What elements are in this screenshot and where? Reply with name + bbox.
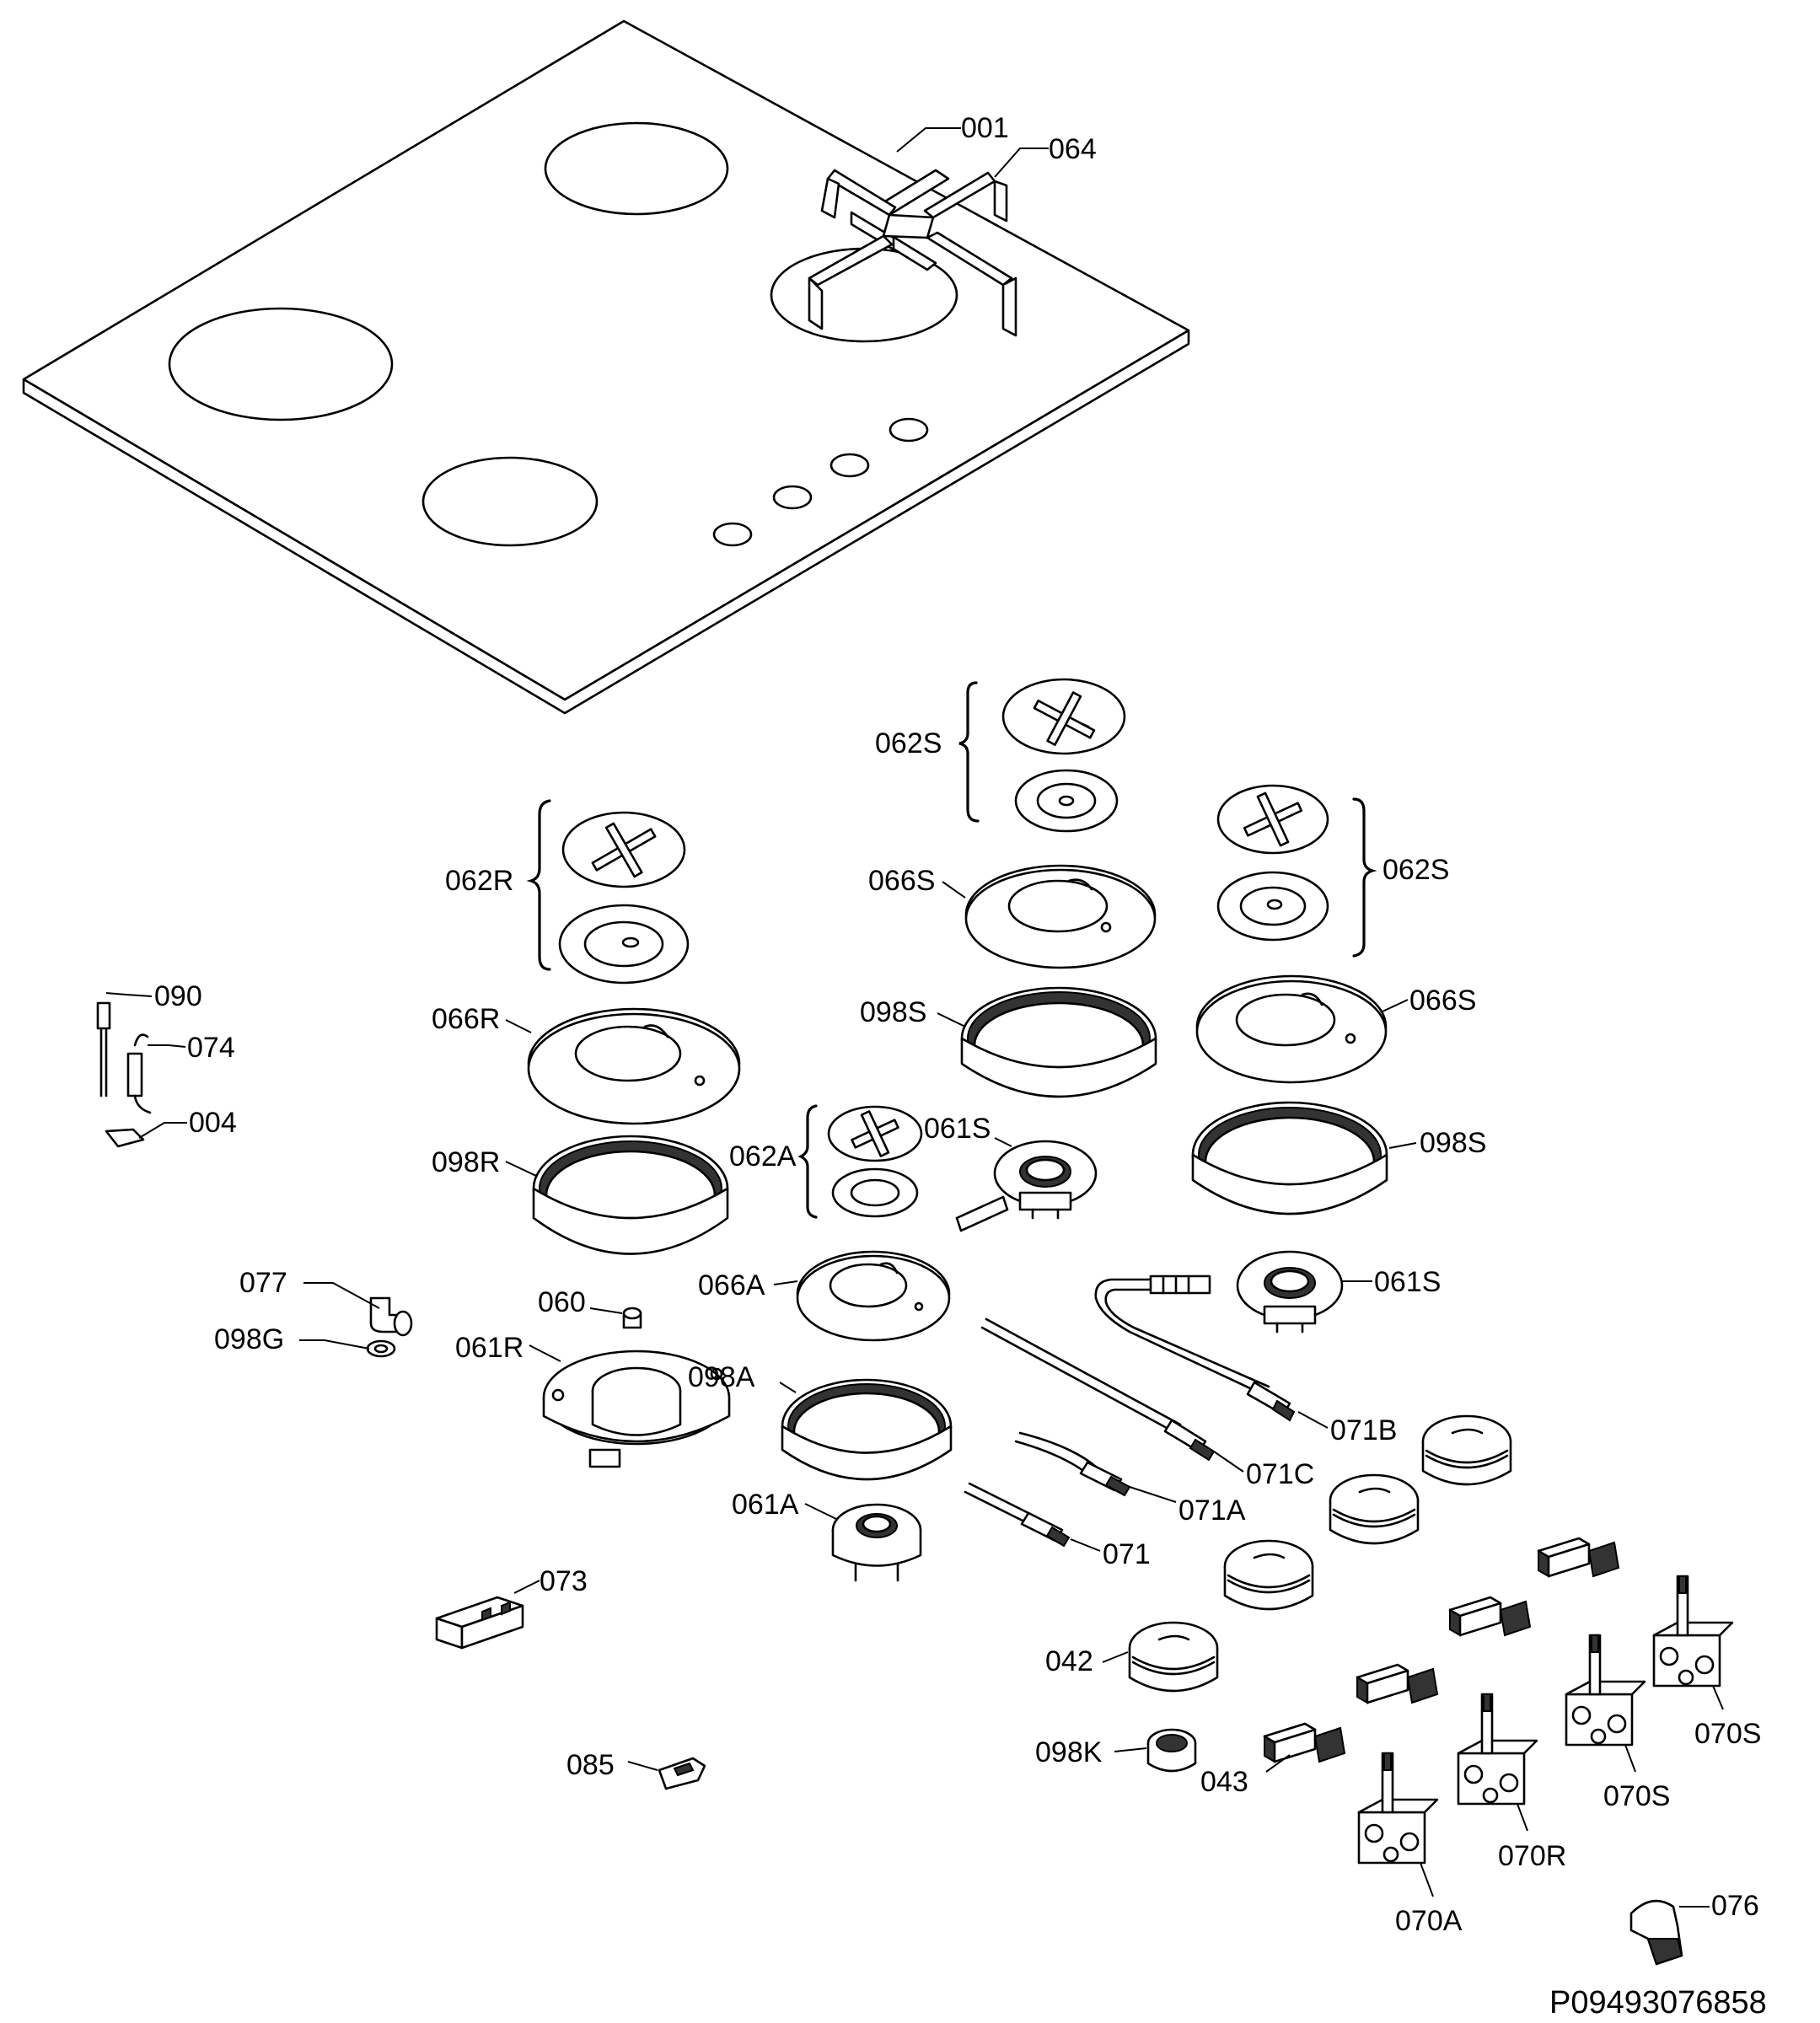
thermocouple-electrode-parts [96,992,187,1148]
label-098K: 098K [1035,1736,1103,1768]
pan-support [808,148,1049,337]
gas-tap-070A [1357,1752,1439,1897]
label-098A: 098A [688,1361,755,1393]
burner-base-auxiliary [804,1503,922,1582]
burner-ring-auxiliary [773,1250,951,1342]
label-042: 042 [1045,1645,1093,1677]
label-062R: 062R [445,865,513,897]
label-090: 090 [154,980,202,1012]
label-062S-top: 062S [875,727,942,759]
burner-cap-set-rapid [526,799,690,985]
label-066S-right: 066S [1409,985,1476,1017]
label-061A: 061A [732,1489,799,1521]
burner-ring-semi-rapid-right [1195,974,1409,1084]
label-062S-right: 062S [1382,854,1449,886]
label-064: 064 [1049,133,1097,165]
seal-ring-semi-rapid-mid [937,986,1157,1098]
gas-taps [1357,1575,1734,1897]
burner-cap-set-right [1216,784,1377,958]
label-061R: 061R [455,1332,523,1364]
microswitch-front [1263,1722,1317,1744]
gas-pipe-071 [964,1482,1101,1552]
seal-ring-auxiliary [779,1378,953,1481]
label-066R: 066R [432,1003,500,1035]
control-knobs [1102,1414,1512,1693]
label-070S-a: 070S [1694,1718,1761,1750]
label-098G: 098G [214,1323,284,1355]
gas-inlet-elbow [299,1282,413,1358]
label-074: 074 [187,1032,235,1064]
knob-seal-ring [1114,1728,1197,1773]
label-071B: 071B [1330,1414,1397,1446]
seal-ring-semi-rapid-right [1191,1101,1417,1215]
label-098S-mid: 098S [860,996,926,1028]
label-073: 073 [540,1565,588,1597]
hob-top-plate [22,19,1190,715]
label-066A: 066A [698,1269,765,1301]
label-077: 077 [239,1267,287,1299]
label-070S-b: 070S [1603,1780,1670,1812]
label-070R: 070R [1498,1840,1566,1872]
ignition-generator [435,1580,540,1650]
gas-pipe-071A [1014,1431,1177,1503]
label-061S-mid: 061S [924,1113,991,1145]
label-085: 085 [566,1749,615,1781]
burner-cap-set-auxiliary [797,1104,923,1219]
gas-tap-070S-upper [1652,1575,1734,1710]
label-060: 060 [538,1286,586,1318]
label-062A: 062A [729,1140,797,1172]
gas-pipe-071B [1094,1274,1329,1429]
label-098R: 098R [432,1146,500,1178]
burner-ring-semi-rapid-mid [942,864,1157,969]
drawing-number: P09493076858 [1549,1985,1767,2020]
label-070A: 070A [1395,1905,1463,1937]
label-066S-mid: 066S [868,865,935,897]
label-004: 004 [189,1107,237,1139]
label-071C: 071C [1246,1458,1314,1490]
label-098S-right: 098S [1420,1127,1486,1159]
label-061S-right: 061S [1374,1266,1441,1298]
label-071: 071 [1103,1538,1151,1570]
pipe-clamp [1629,1899,1710,1966]
burner-base-rapid [529,1344,731,1468]
label-076: 076 [1711,1890,1759,1922]
label-071A: 071A [1178,1494,1246,1527]
burner-cap-set-top [958,678,1126,833]
retaining-clip [627,1757,706,1790]
seal-ring-rapid [505,1135,729,1255]
label-043: 043 [1200,1766,1248,1798]
injector [589,1307,642,1329]
gas-pipe-071C [980,1317,1244,1473]
burner-base-semi-rapid-right [1236,1250,1372,1333]
label-001: 001 [961,112,1009,144]
gas-tap-070S-lower [1565,1634,1646,1773]
burner-base-semi-rapid-mid [955,1137,1098,1232]
gas-tap-070R [1457,1693,1538,1832]
microswitch-043-leader [1265,1754,1291,1773]
burner-ring-rapid [505,1007,741,1125]
